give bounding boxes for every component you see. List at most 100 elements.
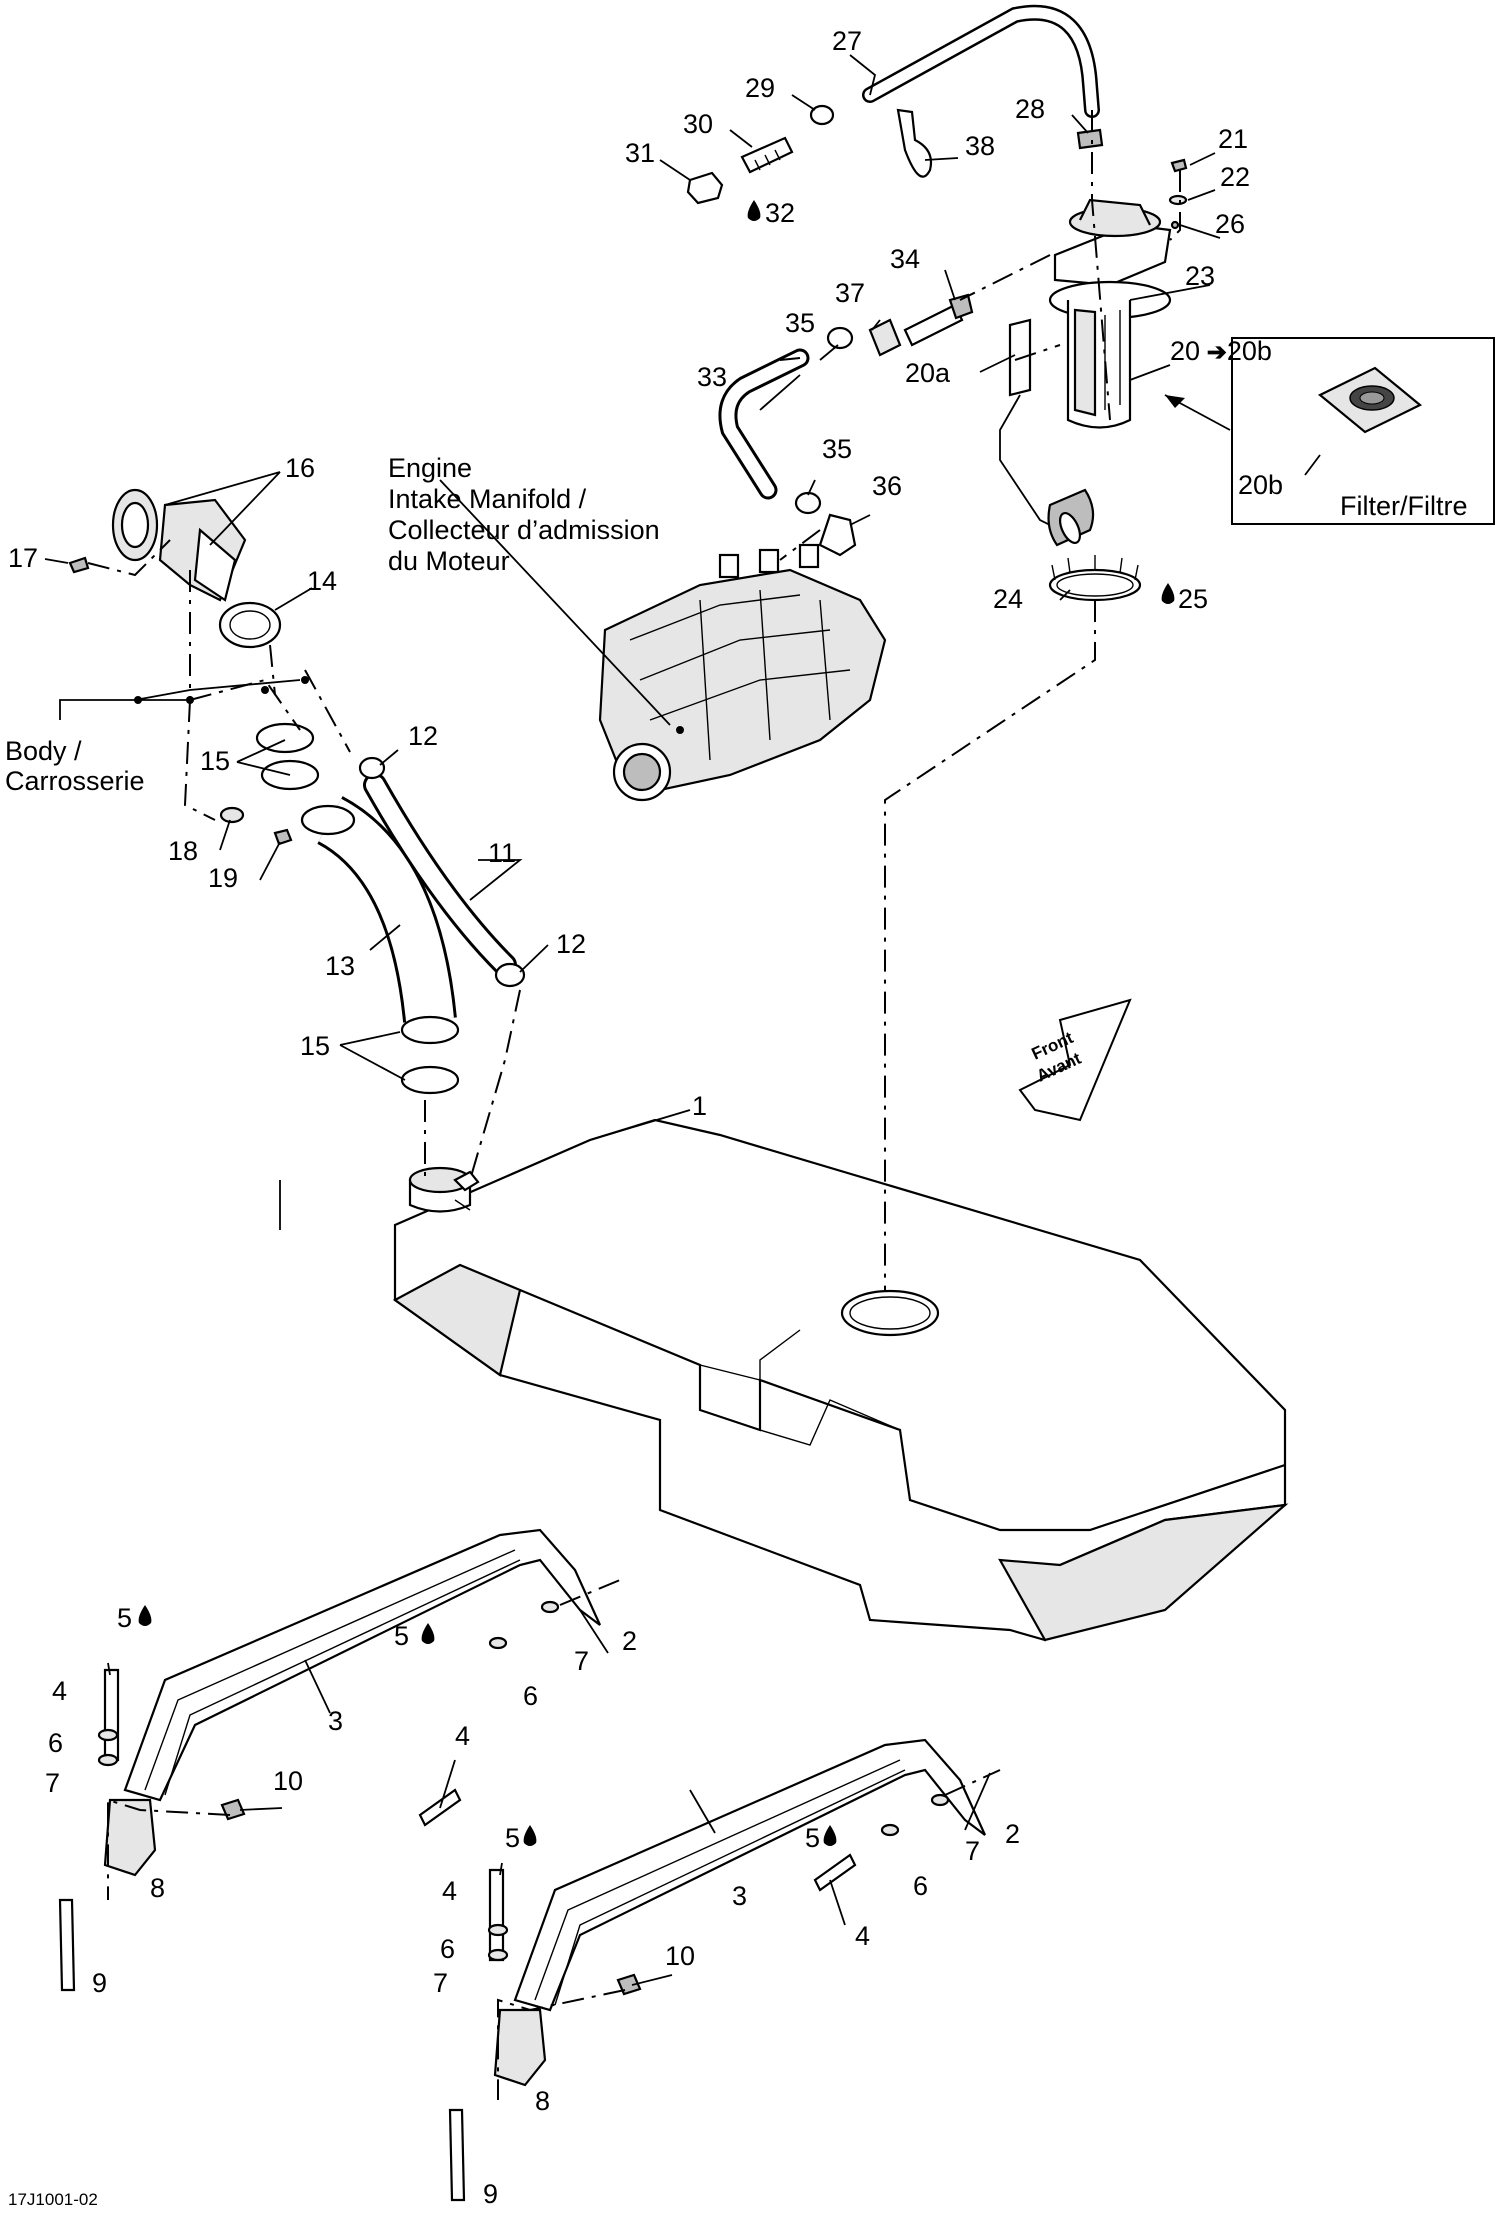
callout-7: 7 bbox=[574, 1646, 589, 1676]
callout-37: 37 bbox=[835, 278, 865, 308]
clamp-29 bbox=[809, 104, 835, 126]
nut-19 bbox=[273, 828, 293, 846]
clamp-12a bbox=[358, 756, 386, 780]
callout-10: 10 bbox=[665, 1941, 695, 1971]
clamp-28 bbox=[1076, 128, 1104, 150]
callout-24: 24 bbox=[993, 584, 1023, 614]
fitting-30 bbox=[740, 136, 794, 174]
callout-14: 14 bbox=[307, 566, 337, 596]
engine-label-line4: du Moteur bbox=[388, 546, 510, 576]
clamp-35b bbox=[794, 491, 822, 515]
clamp-12b bbox=[494, 962, 526, 988]
callout-23: 23 bbox=[1185, 261, 1215, 291]
front-direction-arrow: Front Avant bbox=[1018, 998, 1132, 1122]
connector-37 bbox=[868, 318, 902, 357]
body-junctions bbox=[59, 676, 309, 720]
leader-lines bbox=[44, 54, 1321, 1986]
liquid-drop-icon bbox=[138, 200, 1175, 1846]
callout-29: 29 bbox=[745, 73, 775, 103]
screw-nut-21 bbox=[1170, 158, 1188, 173]
clamp-35a bbox=[826, 326, 854, 350]
clamp-15a bbox=[255, 722, 320, 791]
callout-28: 28 bbox=[1015, 94, 1045, 124]
callout-4: 4 bbox=[442, 1876, 457, 1906]
filter-label: Filter/Filtre bbox=[1340, 491, 1468, 521]
engine-label-line2: Intake Manifold / bbox=[388, 484, 587, 514]
callout-2: 2 bbox=[622, 1626, 637, 1656]
callout-7: 7 bbox=[965, 1836, 980, 1866]
filter-detail-box bbox=[1231, 337, 1495, 525]
callout-15: 15 bbox=[300, 1031, 330, 1061]
screw-17 bbox=[68, 556, 90, 574]
callout-5: 5 bbox=[505, 1823, 520, 1853]
washers bbox=[97, 1600, 950, 1962]
callout-4: 4 bbox=[855, 1921, 870, 1951]
tie-38 bbox=[896, 108, 933, 178]
callout-21: 21 bbox=[1218, 124, 1248, 154]
callout-25: 25 bbox=[1178, 584, 1208, 614]
fuel-tank bbox=[392, 1118, 1289, 1642]
callout-11: 11 bbox=[488, 838, 516, 868]
fuel-hose-33 bbox=[718, 348, 810, 500]
callout-35: 35 bbox=[785, 308, 815, 338]
callout-22: 22 bbox=[1220, 162, 1250, 192]
nut-26 bbox=[1170, 220, 1180, 230]
engine-label-line1: Engine bbox=[388, 453, 472, 483]
lock-ring bbox=[1048, 555, 1142, 602]
callout-2: 2 bbox=[1005, 1819, 1020, 1849]
callout-20b: 20b bbox=[1238, 470, 1283, 500]
callout-3: 3 bbox=[328, 1706, 343, 1736]
callout-numbers: 1 2 2 3 3 4 4 4 4 5 5 5 5 6 6 6 6 7 7 7 … bbox=[8, 26, 1283, 2209]
callout-5: 5 bbox=[117, 1603, 132, 1633]
fuel-pump-module bbox=[999, 198, 1172, 547]
bracket-8b bbox=[493, 2008, 547, 2087]
gasket-14 bbox=[218, 601, 282, 649]
alignment-lines bbox=[87, 110, 1181, 2100]
callout-30: 30 bbox=[683, 109, 713, 139]
callout-6: 6 bbox=[48, 1728, 63, 1758]
callout-33: 33 bbox=[697, 362, 727, 392]
callout-26: 26 bbox=[1215, 209, 1245, 239]
callout-3: 3 bbox=[732, 1881, 747, 1911]
callout-19: 19 bbox=[208, 863, 238, 893]
callout-35: 35 bbox=[822, 434, 852, 464]
callout-4: 4 bbox=[455, 1721, 470, 1751]
callout-6: 6 bbox=[523, 1681, 538, 1711]
elbow-36 bbox=[818, 513, 857, 557]
engine-intake-manifold bbox=[598, 543, 887, 802]
callout-20: 20 ➔20b bbox=[1170, 336, 1272, 366]
callout-7: 7 bbox=[45, 1768, 60, 1798]
callout-16: 16 bbox=[285, 453, 315, 483]
callout-8: 8 bbox=[535, 2086, 550, 2116]
washer-22 bbox=[1168, 194, 1188, 206]
callout-17: 17 bbox=[8, 543, 38, 573]
callout-9: 9 bbox=[483, 2179, 498, 2209]
body-label-line1: Body / bbox=[5, 736, 82, 766]
strap-3-upper bbox=[123, 1528, 602, 1802]
callout-6: 6 bbox=[440, 1934, 455, 1964]
hose-13 bbox=[300, 796, 457, 1023]
bracket-8a bbox=[103, 1798, 157, 1877]
callout-13: 13 bbox=[325, 951, 355, 981]
vent-hose-11 bbox=[363, 773, 517, 977]
callout-18: 18 bbox=[168, 836, 198, 866]
callout-15: 15 bbox=[200, 746, 230, 776]
quick-connector-34 bbox=[903, 293, 974, 347]
callout-32: 32 bbox=[765, 198, 795, 228]
text-labels: Engine Intake Manifold / Collecteur d’ad… bbox=[5, 453, 1468, 2209]
callout-20a: 20a bbox=[905, 358, 951, 388]
callout-20-number: 20 bbox=[1170, 336, 1200, 366]
callout-27: 27 bbox=[832, 26, 862, 56]
callout-38: 38 bbox=[965, 131, 995, 161]
vent-hose bbox=[862, 4, 1100, 118]
right-arrow-icon: ➔ bbox=[1200, 339, 1227, 366]
callout-8: 8 bbox=[150, 1873, 165, 1903]
filler-neck-16 bbox=[111, 488, 247, 602]
engine-label-line3: Collecteur d’admission bbox=[388, 515, 660, 545]
body-label-line2: Carrosserie bbox=[5, 766, 145, 796]
diagram-id: 17J1001-02 bbox=[8, 2190, 98, 2209]
callout-5: 5 bbox=[805, 1823, 820, 1853]
callout-6: 6 bbox=[913, 1871, 928, 1901]
callout-36: 36 bbox=[872, 471, 902, 501]
callout-20-target: 20b bbox=[1227, 336, 1272, 366]
